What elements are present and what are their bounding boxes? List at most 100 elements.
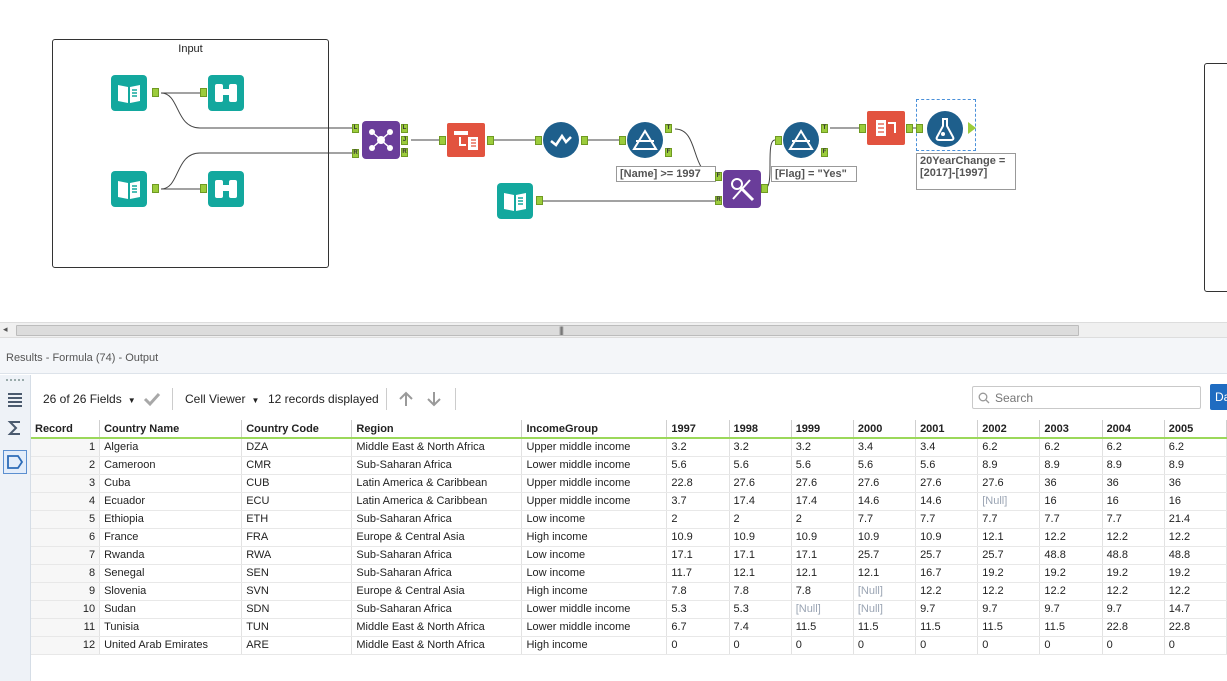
input-data-tool-3[interactable] [497, 183, 533, 219]
join-right-output-anchor[interactable]: R [401, 148, 408, 157]
summary-view-button[interactable] [3, 416, 27, 440]
metadata-view-button[interactable] [3, 388, 27, 412]
filter-true-anchor[interactable]: T [821, 124, 828, 133]
table-cell[interactable]: 11.5 [1039, 618, 1103, 637]
table-cell[interactable]: 10.9 [729, 528, 792, 547]
table-cell[interactable]: 5.3 [666, 600, 730, 619]
table-cell[interactable]: 8.9 [1039, 456, 1103, 475]
column-header[interactable]: 2002 [977, 420, 1041, 439]
table-cell[interactable]: [Null] [791, 600, 854, 619]
join-right-anchor[interactable]: R [352, 149, 359, 158]
table-cell[interactable]: 12.1 [977, 528, 1041, 547]
table-cell[interactable]: Europe & Central Asia [351, 528, 523, 547]
table-cell[interactable]: SEN [241, 564, 353, 583]
filter-tool-2[interactable] [783, 122, 819, 158]
record-number-cell[interactable]: 10 [31, 600, 101, 619]
table-cell[interactable]: 5.6 [915, 456, 979, 475]
output-anchor[interactable] [968, 122, 976, 134]
table-cell[interactable]: 9.7 [977, 600, 1041, 619]
join-left-anchor[interactable]: L [352, 124, 359, 133]
table-cell[interactable]: 17.4 [791, 492, 854, 511]
table-cell[interactable]: 5.6 [666, 456, 730, 475]
table-cell[interactable]: Sub-Saharan Africa [351, 456, 523, 475]
table-cell[interactable]: 3.2 [791, 438, 854, 457]
join-joined-output-anchor[interactable]: J [401, 136, 408, 145]
table-cell[interactable]: 17.1 [791, 546, 854, 565]
input-anchor[interactable] [916, 124, 923, 133]
column-header[interactable]: 1998 [729, 420, 792, 439]
table-cell[interactable]: 17.1 [729, 546, 792, 565]
table-cell[interactable]: CUB [241, 474, 353, 493]
input-data-tool-2[interactable] [111, 171, 147, 207]
table-cell[interactable]: 5.6 [853, 456, 917, 475]
table-cell[interactable]: 7.7 [1102, 510, 1165, 529]
table-cell[interactable]: High income [521, 528, 668, 547]
table-cell[interactable]: Cuba [99, 474, 243, 493]
data-button[interactable]: Da [1210, 384, 1227, 410]
record-number-cell[interactable]: 6 [31, 528, 101, 547]
browse-tool-2[interactable] [208, 171, 244, 207]
output-anchor[interactable] [152, 88, 159, 97]
input-anchor[interactable] [535, 136, 542, 145]
table-cell[interactable]: 10.9 [666, 528, 730, 547]
table-cell[interactable]: 8.9 [1102, 456, 1165, 475]
arrow-down-icon[interactable] [425, 390, 443, 411]
table-cell[interactable]: 16 [1164, 492, 1227, 511]
table-cell[interactable]: 6.2 [1102, 438, 1165, 457]
table-cell[interactable]: 48.8 [1039, 546, 1103, 565]
record-number-cell[interactable]: 4 [31, 492, 101, 511]
browse-tool-1[interactable] [208, 75, 244, 111]
table-cell[interactable]: Rwanda [99, 546, 243, 565]
table-cell[interactable]: 17.4 [729, 492, 792, 511]
record-number-cell[interactable]: 12 [31, 636, 101, 655]
filter-tool-1[interactable] [627, 122, 663, 158]
table-cell[interactable]: Slovenia [99, 582, 243, 601]
column-header[interactable]: 2005 [1164, 420, 1227, 439]
table-cell[interactable]: Latin America & Caribbean [351, 492, 523, 511]
table-cell[interactable]: 7.8 [791, 582, 854, 601]
table-cell[interactable]: 36 [1039, 474, 1103, 493]
filter-true-anchor[interactable]: T [665, 124, 672, 133]
table-cell[interactable]: Lower middle income [521, 456, 668, 475]
table-cell[interactable]: 3.7 [666, 492, 730, 511]
table-cell[interactable]: 7.7 [1039, 510, 1103, 529]
table-cell[interactable]: 10.9 [915, 528, 979, 547]
table-cell[interactable]: Ecuador [99, 492, 243, 511]
table-cell[interactable]: 22.8 [1164, 618, 1227, 637]
output-anchor[interactable] [761, 184, 768, 193]
formula-tool[interactable] [927, 111, 963, 147]
table-cell[interactable]: 10.9 [853, 528, 917, 547]
scroll-left-icon[interactable]: ◂ [3, 324, 8, 334]
table-cell[interactable]: Latin America & Caribbean [351, 474, 523, 493]
table-cell[interactable]: 11.5 [853, 618, 917, 637]
table-cell[interactable]: Low income [521, 564, 668, 583]
table-cell[interactable]: DZA [241, 438, 353, 457]
table-cell[interactable]: 0 [977, 636, 1041, 655]
column-header[interactable]: Country Code [241, 420, 353, 439]
input-container[interactable]: Input [52, 39, 329, 268]
data-cleansing-tool[interactable] [543, 122, 579, 158]
table-cell[interactable]: 17.1 [666, 546, 730, 565]
table-cell[interactable]: Upper middle income [521, 438, 668, 457]
table-cell[interactable]: 7.4 [729, 618, 792, 637]
container-partial[interactable] [1204, 63, 1227, 292]
table-cell[interactable]: 22.8 [1102, 618, 1165, 637]
column-header[interactable]: Record [31, 420, 101, 439]
arrow-up-icon[interactable] [397, 390, 415, 411]
table-cell[interactable]: ETH [241, 510, 353, 529]
table-cell[interactable]: 12.2 [1164, 582, 1227, 601]
table-cell[interactable]: 3.2 [729, 438, 792, 457]
table-cell[interactable]: 36 [1164, 474, 1227, 493]
table-cell[interactable]: 8.9 [977, 456, 1041, 475]
table-cell[interactable]: Middle East & North Africa [351, 618, 523, 637]
table-cell[interactable]: Lower middle income [521, 618, 668, 637]
scrollbar-thumb[interactable]: ||| [16, 325, 1079, 336]
table-cell[interactable]: 9.7 [1102, 600, 1165, 619]
table-cell[interactable]: FRA [241, 528, 353, 547]
table-cell[interactable]: High income [521, 582, 668, 601]
table-cell[interactable]: Middle East & North Africa [351, 636, 523, 655]
